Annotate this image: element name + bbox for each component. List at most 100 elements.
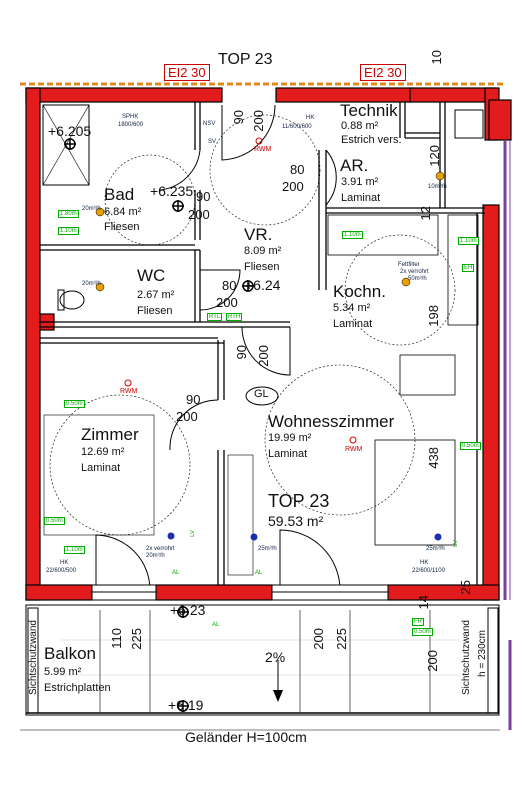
room-zimmer-area: 12.69 m² — [81, 446, 125, 458]
railing-note: Geländer H=100cm — [185, 729, 307, 745]
door-wc-height: 200 — [216, 295, 238, 310]
dim-14: 14 — [416, 595, 431, 610]
rwm-bath: RWM — [254, 146, 272, 153]
room-kochn-material: Laminat — [333, 318, 373, 330]
dim-225a: 225 — [129, 628, 144, 650]
door-wohn-width: 90 — [234, 345, 249, 360]
box-050-zimmer: 0.50m — [64, 400, 85, 408]
door-zimmer-width: 90 — [186, 392, 201, 407]
room-wohnen-material: Laminat — [268, 448, 308, 460]
hk-zimmer-label: HK — [60, 560, 69, 566]
dim-25: 25 — [458, 580, 473, 595]
room-bad-material: Fliesen — [104, 221, 140, 233]
room-wohnen-name: Wohnesszimmer — [268, 412, 395, 431]
room-ar-material: Laminat — [341, 192, 381, 204]
unit-name: TOP 23 — [268, 491, 330, 511]
room-ar-name: AR. — [340, 156, 369, 175]
dim-225b: 225 — [334, 628, 349, 650]
dim-200b: 200 — [425, 650, 440, 672]
room-wohnen-area: 19.99 m² — [268, 432, 312, 444]
lv-wohn: LV — [453, 540, 459, 547]
air-rate-wc: 20m³/h — [82, 281, 101, 287]
verrohrt-kitchen: 2x verrohrt — [400, 269, 429, 275]
lv-zimmer: LV — [190, 530, 196, 537]
door-zimmer-height: 200 — [176, 409, 198, 424]
room-balkon-area: 5.99 m² — [44, 666, 82, 678]
rwm-zimmer: RWM — [120, 388, 138, 395]
dim-200a: 200 — [311, 628, 326, 650]
al-zimmer: AL — [172, 570, 180, 576]
door-wohn-height: 200 — [256, 345, 271, 367]
room-zimmer-name: Zimmer — [81, 425, 139, 444]
box-110-kochn-b: 1.10m — [458, 237, 479, 245]
door-ar-width: 80 — [290, 162, 305, 177]
sphk-dim: 1800/600 — [118, 122, 144, 128]
slope-label: 2% — [265, 649, 286, 665]
air-rate-kitchen: 50m³/h — [408, 276, 427, 282]
room-kochn-name: Kochn. — [333, 282, 386, 301]
room-kochn-area: 5.34 m² — [333, 302, 371, 314]
level-vr: +6.24 — [245, 277, 281, 293]
room-bad-name: Bad — [104, 185, 135, 204]
rwm-wohnen: RWM — [345, 446, 363, 453]
door-wc-width: 80 — [222, 278, 237, 293]
hk-wohn-label: HK — [420, 560, 429, 566]
room-vr-area: 8.09 m² — [244, 245, 282, 257]
air-rate-zimmer: 20m³/h — [146, 553, 165, 559]
box-050-wohn: 0.50m — [460, 442, 481, 450]
rth-box: RTH — [226, 313, 243, 321]
dim-198: 198 — [426, 305, 441, 327]
box-110-bad: 1.10m — [58, 227, 79, 235]
box-050-zimmer-b: 0.50m — [44, 517, 65, 525]
box-180-bad: 1.80m — [58, 210, 79, 218]
door-ar-height: 200 — [282, 179, 304, 194]
room-technik-area: 0.88 m² — [341, 120, 379, 132]
door-entry-height: 200 — [251, 110, 266, 132]
room-wc-material: Fliesen — [137, 305, 173, 317]
room-vr-name: VR. — [244, 225, 273, 244]
eh-box: EH — [462, 264, 475, 272]
air-rate-wohn-a: 25m³/h — [258, 546, 277, 552]
rtl-box: RTL — [207, 313, 223, 321]
room-zimmer-material: Laminat — [81, 462, 121, 474]
room-technik-material: Estrich vers. — [341, 134, 402, 146]
sphk-label: SPHK — [122, 114, 139, 120]
fr-box: FR — [412, 618, 424, 626]
hk-wohn-dim: 22/600/1100 — [412, 568, 445, 574]
level-terrace: +6.23 — [170, 602, 206, 618]
door-entry-width: 90 — [231, 110, 246, 125]
top-title: TOP 23 — [218, 51, 273, 68]
room-wc-name: WC — [137, 266, 166, 285]
level-balkon: +6.19 — [168, 697, 204, 713]
privacy-wall-height: h = 230cm — [477, 630, 488, 677]
sv-label: SV — [208, 139, 217, 145]
box-110-kochn: 1.10m — [342, 231, 363, 239]
hk-bad-label: HK — [306, 115, 315, 121]
privacy-wall-right: Sichtschutzwand — [461, 620, 472, 696]
room-bad-area: 6.84 m² — [104, 206, 142, 218]
dim-12: 12 — [418, 206, 433, 221]
room-balkon-material: Estrichplatten — [44, 682, 111, 694]
box-110-zimmer: 1.10m — [64, 546, 85, 554]
al-wohn: AL — [255, 570, 263, 576]
level-bad2: +6.235 — [150, 183, 194, 199]
air-rate-ar: 10m³/h — [428, 184, 447, 190]
gl-marker: GL — [254, 388, 269, 400]
fire-rating-right: EI2 30 — [360, 64, 406, 81]
al-balkon: AL — [212, 622, 220, 628]
hk-bad-dim: 11/600/600 — [282, 124, 312, 130]
box-050-balkon: 0.50m — [412, 628, 433, 636]
door-bad-width: 90 — [196, 189, 211, 204]
nsv-label: NSV — [203, 121, 216, 127]
room-ar-area: 3.91 m² — [341, 176, 379, 188]
dim-110: 110 — [109, 628, 124, 649]
dim-120: 120 — [427, 145, 442, 167]
air-rate-wohn-b: 25m³/h — [426, 546, 445, 552]
verrohrt-zimmer: 2x verrohrt — [146, 546, 175, 552]
fettfilter-label: Fettfilter — [398, 262, 420, 268]
privacy-wall-left: Sichtschutzwand — [28, 620, 39, 696]
level-bath: +6.205 — [48, 123, 92, 139]
hk-zimmer-dim: 22/600/500 — [46, 568, 77, 574]
dim-10: 10 — [429, 50, 444, 65]
